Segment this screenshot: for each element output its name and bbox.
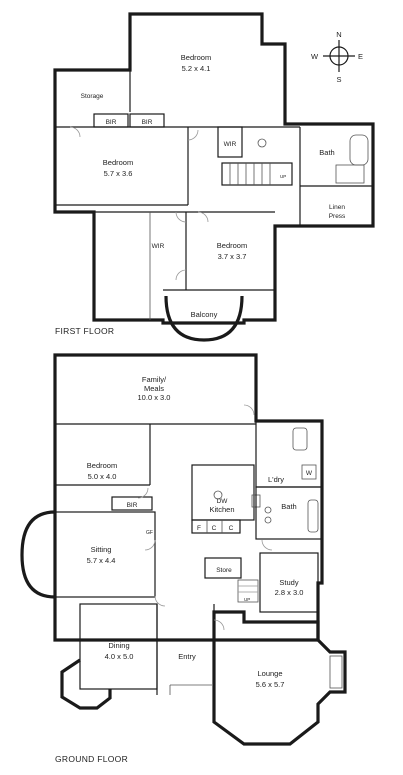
room-bir-2: BIR bbox=[142, 119, 153, 126]
ground-floor-walls bbox=[20, 353, 347, 746]
room-bedroom-ground-dims: 5.0 x 4.0 bbox=[88, 472, 117, 481]
room-lounge: Lounge bbox=[257, 669, 282, 678]
room-w: W bbox=[306, 470, 313, 477]
room-wir-top: WIR bbox=[224, 141, 237, 148]
room-bedroom-mid: Bedroom bbox=[217, 241, 247, 250]
room-bir-ground: BIR bbox=[127, 502, 138, 509]
room-lounge-dims: 5.6 x 5.7 bbox=[256, 680, 285, 689]
room-wir-mid: WIR bbox=[152, 243, 165, 250]
room-bath-first: Bath bbox=[319, 148, 334, 157]
room-sitting-dims: 5.7 x 4.4 bbox=[87, 556, 116, 565]
room-gf-mark: GF bbox=[146, 530, 153, 536]
stair-up-ground: UP bbox=[244, 597, 250, 602]
room-store: Store bbox=[216, 567, 232, 574]
room-fridge: F bbox=[197, 525, 201, 532]
room-study-dims: 2.8 x 3.0 bbox=[275, 588, 304, 597]
room-meals: Meals bbox=[144, 384, 164, 393]
room-storage: Storage bbox=[81, 93, 104, 100]
room-family: Family/ bbox=[142, 375, 167, 384]
ground-floor-labels: Family/ Meals 10.0 x 3.0 Bedroom 5.0 x 4… bbox=[55, 375, 313, 764]
room-bedroom-left-dims: 5.7 x 3.6 bbox=[104, 169, 133, 178]
first-floor-walls bbox=[53, 12, 375, 342]
room-family-dims: 10.0 x 3.0 bbox=[138, 393, 171, 402]
ground-floor-title: GROUND FLOOR bbox=[55, 754, 128, 764]
first-floor-title: FIRST FLOOR bbox=[55, 326, 114, 336]
room-bedroom-ground: Bedroom bbox=[87, 461, 117, 470]
room-kitchen: Kitchen bbox=[209, 505, 234, 514]
room-laundry: L'dry bbox=[268, 475, 284, 484]
room-dw: DW bbox=[217, 498, 229, 505]
compass-south: S bbox=[336, 75, 341, 84]
room-cupboard-2: C bbox=[229, 525, 234, 532]
room-linen: Linen bbox=[329, 204, 345, 211]
room-dining-dims: 4.0 x 5.0 bbox=[105, 652, 134, 661]
room-bedroom-left: Bedroom bbox=[103, 158, 133, 167]
compass-north: N bbox=[336, 30, 341, 39]
room-balcony: Balcony bbox=[191, 310, 218, 319]
room-linen-press: Press bbox=[329, 213, 346, 220]
stair-up-first: UP bbox=[280, 174, 286, 179]
first-floor-labels: Bedroom 5.2 x 4.1 Storage BIR BIR Bedroo… bbox=[55, 53, 346, 336]
room-bedroom-top: Bedroom bbox=[181, 53, 211, 62]
compass-east: E bbox=[358, 52, 363, 61]
compass: N S E W bbox=[311, 30, 363, 84]
room-entry: Entry bbox=[178, 652, 196, 661]
compass-west: W bbox=[311, 52, 319, 61]
room-bedroom-mid-dims: 3.7 x 3.7 bbox=[218, 252, 247, 261]
room-bath-ground: Bath bbox=[281, 502, 296, 511]
room-sitting: Sitting bbox=[91, 545, 112, 554]
room-bir-1: BIR bbox=[106, 119, 117, 126]
room-cupboard-1: C bbox=[212, 525, 217, 532]
room-dining: Dining bbox=[108, 641, 129, 650]
room-study: Study bbox=[279, 578, 298, 587]
room-bedroom-top-dims: 5.2 x 4.1 bbox=[182, 64, 211, 73]
